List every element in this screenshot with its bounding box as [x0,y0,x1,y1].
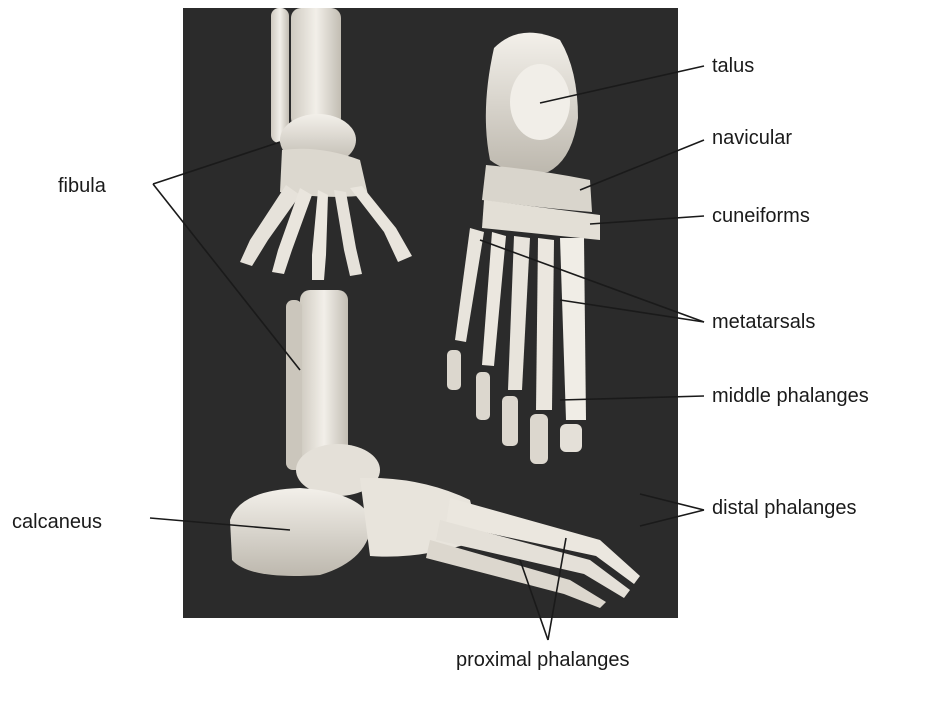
label-calcaneus: calcaneus [12,512,102,532]
label-distal-phalanges: distal phalanges [712,498,857,518]
label-fibula: fibula [58,176,106,196]
label-proximal-phalanges: proximal phalanges [456,650,629,670]
label-metatarsals: metatarsals [712,312,815,332]
label-navicular: navicular [712,128,792,148]
label-middle-phalanges: middle phalanges [712,386,869,406]
label-cuneiforms: cuneiforms [712,206,810,226]
label-talus: talus [712,56,754,76]
